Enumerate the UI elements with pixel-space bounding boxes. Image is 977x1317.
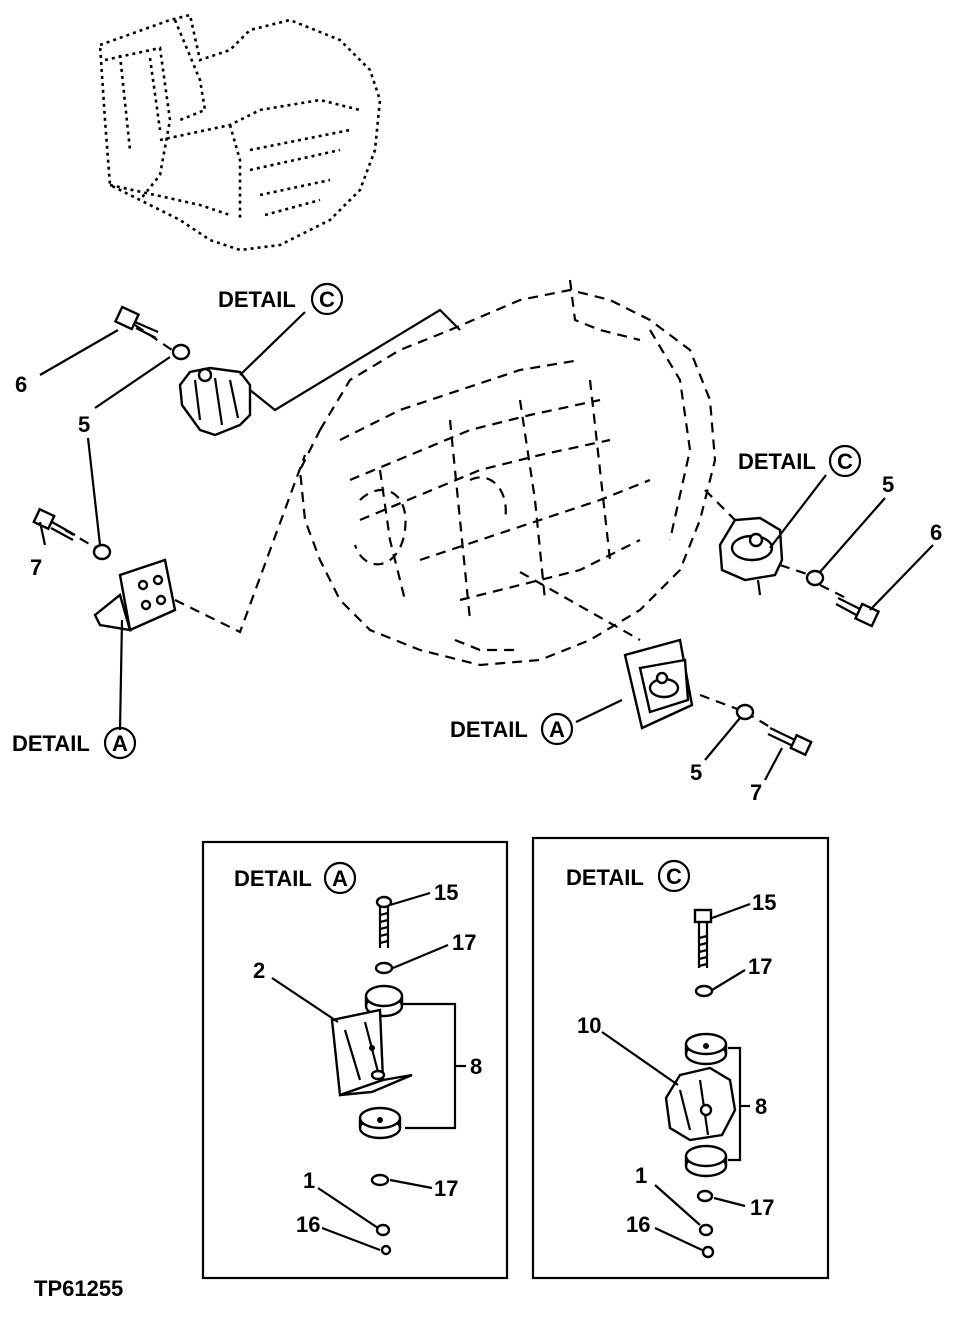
detail-c-label-right: DETAIL C xyxy=(738,444,862,478)
bolt-15-a xyxy=(375,895,393,948)
detail-c-label-top: DETAIL C xyxy=(218,282,344,316)
callout-5-left: 5 xyxy=(78,412,90,437)
callout-15-a: 15 xyxy=(434,880,458,905)
isolator-bracket-line xyxy=(403,1002,457,1130)
detail-c-panel-border xyxy=(531,836,830,1280)
detail-letter: A xyxy=(549,717,565,742)
bolt-7-left xyxy=(32,507,76,541)
bolt-7-bottom xyxy=(767,727,813,757)
washer-17-c-top xyxy=(694,984,714,998)
detail-letter-circle xyxy=(540,712,574,746)
machine-outline xyxy=(98,13,382,252)
bolt-15-c xyxy=(693,908,713,968)
detail-c-title: DETAIL xyxy=(566,865,644,890)
washer-17-a-bottom xyxy=(370,1173,390,1187)
washer-17-a-top xyxy=(374,961,394,975)
detail-word: DETAIL xyxy=(218,287,296,312)
washer-1-a xyxy=(375,1223,391,1237)
overview-callout-leaders xyxy=(38,311,934,781)
callout-17-c-top: 17 xyxy=(748,954,772,979)
bracket-2-a xyxy=(330,1008,413,1097)
detail-word: DETAIL xyxy=(450,717,528,742)
callout-17-c-bottom: 17 xyxy=(750,1195,774,1220)
callout-7-bottom: 7 xyxy=(750,780,762,805)
callout-6-right: 6 xyxy=(930,520,942,545)
callout-16-c: 16 xyxy=(626,1212,650,1237)
detail-word: DETAIL xyxy=(12,731,90,756)
callout-8-c: 8 xyxy=(755,1094,767,1119)
mount-bracket-top-left xyxy=(178,366,252,437)
detail-a-letter: A xyxy=(332,866,348,891)
detail-a-label-left: DETAIL A xyxy=(12,726,137,760)
callout-17-a-top: 17 xyxy=(452,930,476,955)
detail-a-panel-border xyxy=(201,840,509,1280)
figure-id: TP61255 xyxy=(34,1276,123,1301)
bolt-6-top-left xyxy=(113,305,159,339)
mount-bracket-right xyxy=(718,516,784,596)
callout-7-left: 7 xyxy=(30,555,42,580)
callout-1-a: 1 xyxy=(303,1168,315,1193)
detail-c-panel: DETAIL C xyxy=(531,836,830,1280)
isolator-8-c-top xyxy=(684,1032,728,1066)
washer-5-top-left xyxy=(171,343,191,361)
callout-5-bottom: 5 xyxy=(690,760,702,785)
callout-17-a-bottom: 17 xyxy=(434,1176,458,1201)
detail-letter-circle xyxy=(103,726,137,760)
detail-letter: A xyxy=(112,731,128,756)
callout-8-a: 8 xyxy=(470,1054,482,1079)
washer-17-c-bottom xyxy=(696,1189,714,1203)
mount-leader-lines xyxy=(64,308,851,731)
detail-a-label-bottom: DETAIL A xyxy=(450,712,574,746)
isolator-8-c-bottom xyxy=(684,1144,728,1178)
detail-c-letter: C xyxy=(666,864,682,889)
overview-callout-numbers: 6 5 7 5 6 5 7 xyxy=(15,372,942,805)
detail-word: DETAIL xyxy=(738,449,816,474)
isolator-8-a-bottom xyxy=(358,1106,402,1140)
mount-bracket-bottom xyxy=(623,638,694,730)
callout-10-c: 10 xyxy=(577,1013,601,1038)
isolator-bracket-line xyxy=(728,1046,742,1162)
bolt-6-right xyxy=(835,597,881,628)
bracket-10-c xyxy=(664,1066,737,1142)
washer-5-right xyxy=(805,569,825,587)
detail-a-panel: DETAIL A xyxy=(201,840,509,1280)
washer-5-left xyxy=(92,543,112,561)
detail-letter-circle xyxy=(323,861,357,895)
detail-letter: C xyxy=(319,287,335,312)
detail-letter-circle xyxy=(828,444,862,478)
callout-1-c: 1 xyxy=(635,1163,647,1188)
callout-6-left: 6 xyxy=(15,372,27,397)
isolator-8-a-top xyxy=(364,984,404,1018)
engine-outline xyxy=(298,279,717,667)
mount-bracket-left xyxy=(93,558,177,632)
detail-letter: C xyxy=(837,449,853,474)
callout-2-a: 2 xyxy=(253,958,265,983)
nut-16-c xyxy=(701,1245,715,1259)
detail-letter-circle xyxy=(310,282,344,316)
callout-5-right: 5 xyxy=(882,472,894,497)
callout-16-a: 16 xyxy=(296,1212,320,1237)
callout-15-c: 15 xyxy=(752,890,776,915)
nut-16-a xyxy=(380,1244,392,1256)
detail-letter-circle xyxy=(657,859,691,893)
washer-1-c xyxy=(698,1223,714,1237)
washer-5-bottom xyxy=(735,703,755,721)
detail-a-title: DETAIL xyxy=(234,866,312,891)
